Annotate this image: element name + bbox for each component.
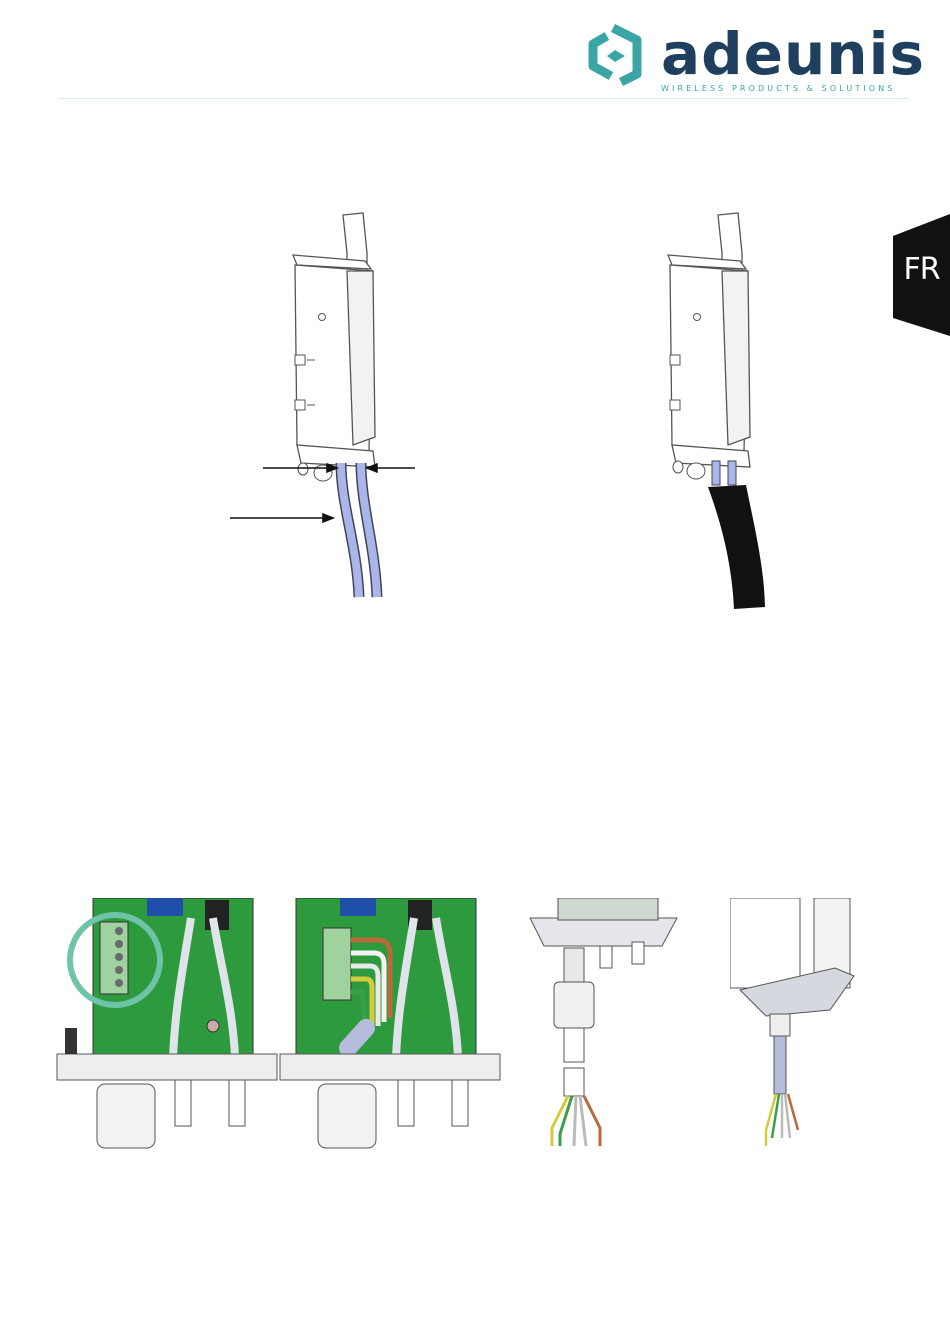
cable-assembled-housing-illustration-icon bbox=[730, 898, 860, 1153]
sensor-with-two-tubes-illustration-icon bbox=[225, 205, 425, 615]
brand-name: adeunis bbox=[661, 20, 925, 88]
header-divider bbox=[58, 98, 908, 99]
wiring-step-2-figure bbox=[278, 898, 503, 1153]
wiring-step-3-figure bbox=[522, 898, 682, 1153]
sensor-with-black-cable-illustration-icon bbox=[640, 205, 800, 615]
cable-through-gland-illustration-icon bbox=[522, 898, 682, 1153]
sensor-with-tubes-figure bbox=[225, 205, 425, 615]
adeunis-logo-mark-icon bbox=[585, 22, 655, 86]
terminal-block-wired-illustration-icon bbox=[278, 898, 503, 1153]
wiring-step-4-figure bbox=[730, 898, 860, 1153]
language-label: FR bbox=[893, 252, 950, 287]
terminal-block-highlighted-illustration-icon bbox=[55, 898, 280, 1153]
brand-tagline: WIRELESS PRODUCTS & SOLUTIONS bbox=[661, 84, 895, 93]
brand-logo: adeunis WIRELESS PRODUCTS & SOLUTIONS bbox=[585, 22, 905, 100]
wiring-step-1-figure bbox=[55, 898, 280, 1153]
language-tab: FR bbox=[893, 214, 950, 336]
sensor-with-cable-figure bbox=[640, 205, 800, 615]
